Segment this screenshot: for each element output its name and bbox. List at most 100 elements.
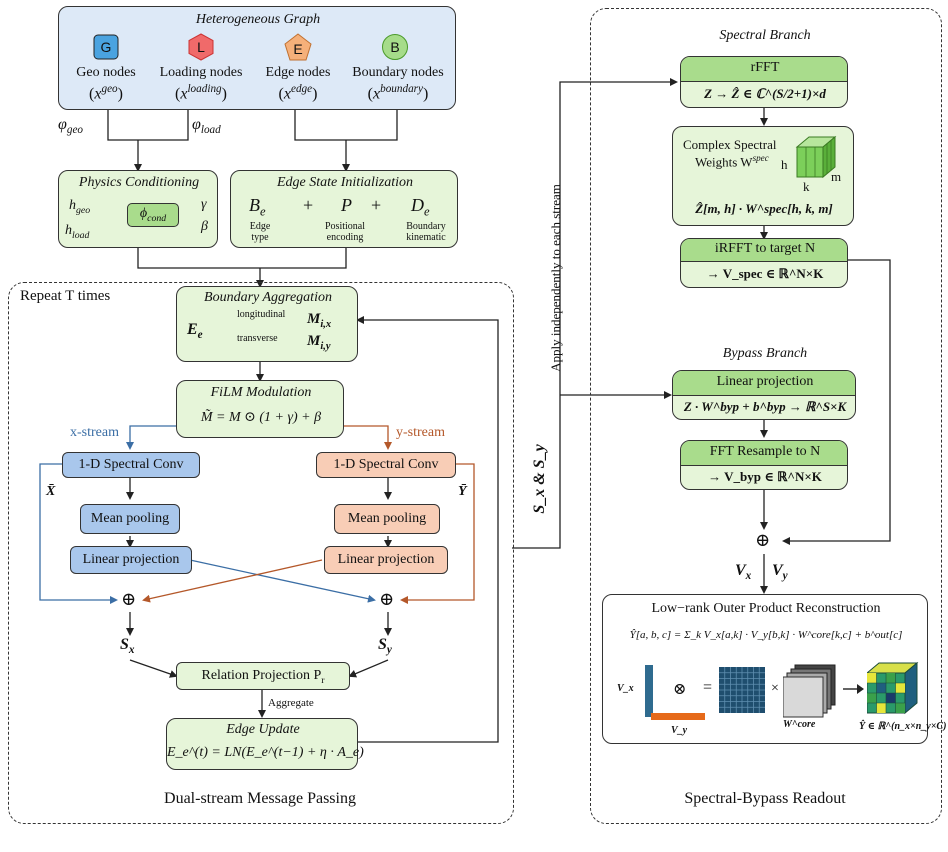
- vx-small-label: V_x: [617, 683, 634, 694]
- spectral-weights-box: Complex Spectral Weights Wspec h k m Ẑ[m…: [672, 126, 854, 226]
- Sy-label: Sy: [378, 636, 392, 657]
- irfft-box: iRFFT to target N → V_spec ∈ ℝ^N×K: [680, 238, 848, 288]
- cube-m-label: m: [831, 169, 842, 184]
- lowrank-formula: Ŷ[a, b, c] = Σ_k V_x[a,k] · V_y[b,k] · W…: [629, 629, 903, 641]
- edge-update-formula: E_e^(t) = LN(E_e^(t−1) + η · A_e): [167, 745, 364, 760]
- lowrank-title: Low−rank Outer Product Reconstruction: [651, 601, 881, 616]
- boundary-kinematic-label: Boundary kinematic: [406, 221, 446, 243]
- otimes-icon: ⊗: [673, 681, 687, 698]
- y-spectral-conv-box: 1-D Spectral Conv: [316, 452, 456, 478]
- geo-nodes-symbol: (xgeo): [89, 83, 123, 103]
- relation-projection-box: Relation Projection Pr: [176, 662, 350, 690]
- weights-title-2: Weights Wspec: [695, 153, 769, 170]
- repeat-label: Repeat T times: [20, 288, 111, 304]
- edge-node-icon: E: [284, 33, 312, 61]
- edge-init-plus-1: +: [303, 195, 314, 215]
- irfft-label: iRFFT to target N: [714, 241, 816, 256]
- edge-init-P: P: [341, 195, 352, 215]
- y-hat-label: Ŷ ∈ ℝ^(n_x×n_y×C): [859, 721, 947, 732]
- loading-nodes-label: Loading nodes: [159, 65, 243, 80]
- x-stream-label: x-stream: [70, 425, 119, 440]
- bypass-linear-projection-box: Linear projection Z · W^byp + b^byp → ℝ^…: [672, 370, 856, 420]
- M-iy-label: Mi,y: [307, 333, 331, 352]
- rfft-header: [681, 57, 847, 82]
- edge-nodes-label: Edge nodes: [265, 65, 331, 80]
- cube-h-label: h: [781, 157, 788, 172]
- heterogeneous-graph-box: Heterogeneous Graph G L E B Geo nodes Lo…: [58, 6, 456, 110]
- boundary-node-icon: B: [382, 34, 408, 60]
- x-oplus-icon: ⊕: [121, 589, 137, 609]
- fft-resample-header: [681, 441, 847, 466]
- vx-column-bar: [645, 665, 653, 717]
- x-spectral-conv-box: 1-D Spectral Conv: [62, 452, 200, 478]
- spectral-cube-icon: [795, 135, 837, 179]
- geo-node-icon: G: [93, 34, 119, 60]
- edge-update-title: Edge Update: [226, 722, 300, 737]
- film-formula: M̃ = M ⊙ (1 + γ) + β: [200, 410, 322, 425]
- svg-text:E: E: [293, 41, 302, 57]
- weights-title-1: Complex Spectral: [683, 137, 777, 152]
- h-load-label: hload: [65, 223, 90, 241]
- svg-text:L: L: [197, 39, 205, 55]
- right-panel-caption: Spectral-Bypass Readout: [684, 790, 846, 807]
- x-spectral-conv-label: 1-D Spectral Conv: [78, 457, 184, 472]
- positional-encoding-label: Positional encoding: [324, 221, 365, 243]
- w-core-stack: [783, 664, 836, 718]
- y-linear-projection-box: Linear projection: [324, 546, 448, 574]
- x-mean-pooling-label: Mean pooling: [90, 511, 170, 526]
- beta-label: β: [201, 219, 208, 234]
- svg-text:B: B: [390, 39, 399, 55]
- rfft-formula: Z → Ẑ ∈ ℂ^(S/2+1)×d: [704, 86, 826, 101]
- times-icon: ×: [771, 681, 779, 696]
- rfft-box: rFFT Z → Ẑ ∈ ℂ^(S/2+1)×d: [680, 56, 848, 108]
- physics-conditioning-box: Physics Conditioning hgeo hload ϕcond γ …: [58, 170, 218, 248]
- film-title: FiLM Modulation: [210, 385, 312, 400]
- edge-init-title: Edge State Initialization: [276, 175, 414, 190]
- Vy-label: Vy: [772, 562, 788, 583]
- fft-resample-label: FFT Resample to N: [709, 444, 821, 459]
- boundary-aggregation-box: Boundary Aggregation Ee longitudinal tra…: [176, 286, 358, 362]
- y-stream-label: y-stream: [396, 425, 445, 440]
- spectral-branch-title: Spectral Branch: [719, 28, 811, 43]
- bypass-linear-formula: Z · W^byp + b^byp → ℝ^S×K: [683, 399, 847, 414]
- boundary-title: Boundary Aggregation: [204, 290, 332, 305]
- gamma-label: γ: [201, 197, 207, 212]
- boundary-nodes-label: Boundary nodes: [352, 65, 444, 80]
- equals-icon: =: [703, 679, 713, 696]
- right-oplus-icon: ⊕: [755, 530, 771, 550]
- edge-update-box: Edge Update E_e^(t) = LN(E_e^(t−1) + η ·…: [166, 718, 364, 770]
- svg-text:G: G: [101, 39, 112, 55]
- cube-k-label: k: [803, 179, 810, 194]
- phi-geo-label: φgeo: [58, 116, 84, 137]
- relation-projection-label: Relation Projection Pr: [201, 668, 325, 686]
- edge-type-label: Edge type: [249, 221, 271, 243]
- M-ix-label: Mi,x: [307, 311, 332, 330]
- phi-cond-box: ϕcond: [127, 203, 179, 227]
- film-modulation-box: FiLM Modulation M̃ = M ⊙ (1 + γ) + β: [176, 380, 344, 438]
- x-bar-label: X̄: [46, 484, 56, 499]
- transverse-label: transverse: [237, 333, 278, 344]
- phi-cond-label: ϕcond: [139, 206, 167, 224]
- boundary-nodes-symbol: (xboundary): [367, 83, 429, 103]
- edge-init-plus-2: +: [371, 195, 382, 215]
- physics-title: Physics Conditioning: [78, 175, 200, 190]
- y-hat-cube-icon: [867, 661, 919, 715]
- y-linear-projection-label: Linear projection: [337, 552, 435, 567]
- lowrank-box: Low−rank Outer Product Reconstruction Ŷ[…: [602, 594, 946, 744]
- longitudinal-label: longitudinal: [237, 309, 286, 320]
- x-linear-projection-box: Linear projection: [70, 546, 192, 574]
- x-mean-pooling-box: Mean pooling: [80, 504, 180, 534]
- weights-formula: Ẑ[m, h] · W^spec[h, k, m]: [695, 201, 833, 216]
- bypass-linear-label: Linear projection: [716, 374, 814, 389]
- y-mean-pooling-box: Mean pooling: [334, 504, 440, 534]
- loading-node-icon: L: [188, 33, 214, 61]
- edge-init-De: De: [411, 195, 430, 219]
- apply-independently-label: Apply independently to each stream: [548, 184, 563, 372]
- edge-state-init-box: Edge State Initialization Be + P + De Ed…: [230, 170, 458, 248]
- y-bar-label: Ȳ: [458, 484, 467, 499]
- phi-load-label: φload: [192, 116, 221, 137]
- y-spectral-conv-label: 1-D Spectral Conv: [333, 457, 439, 472]
- vy-small-label: V_y: [671, 725, 688, 736]
- w-core-label: W^core: [783, 719, 816, 730]
- fft-resample-box: FFT Resample to N → V_byp ∈ ℝ^N×K: [680, 440, 848, 490]
